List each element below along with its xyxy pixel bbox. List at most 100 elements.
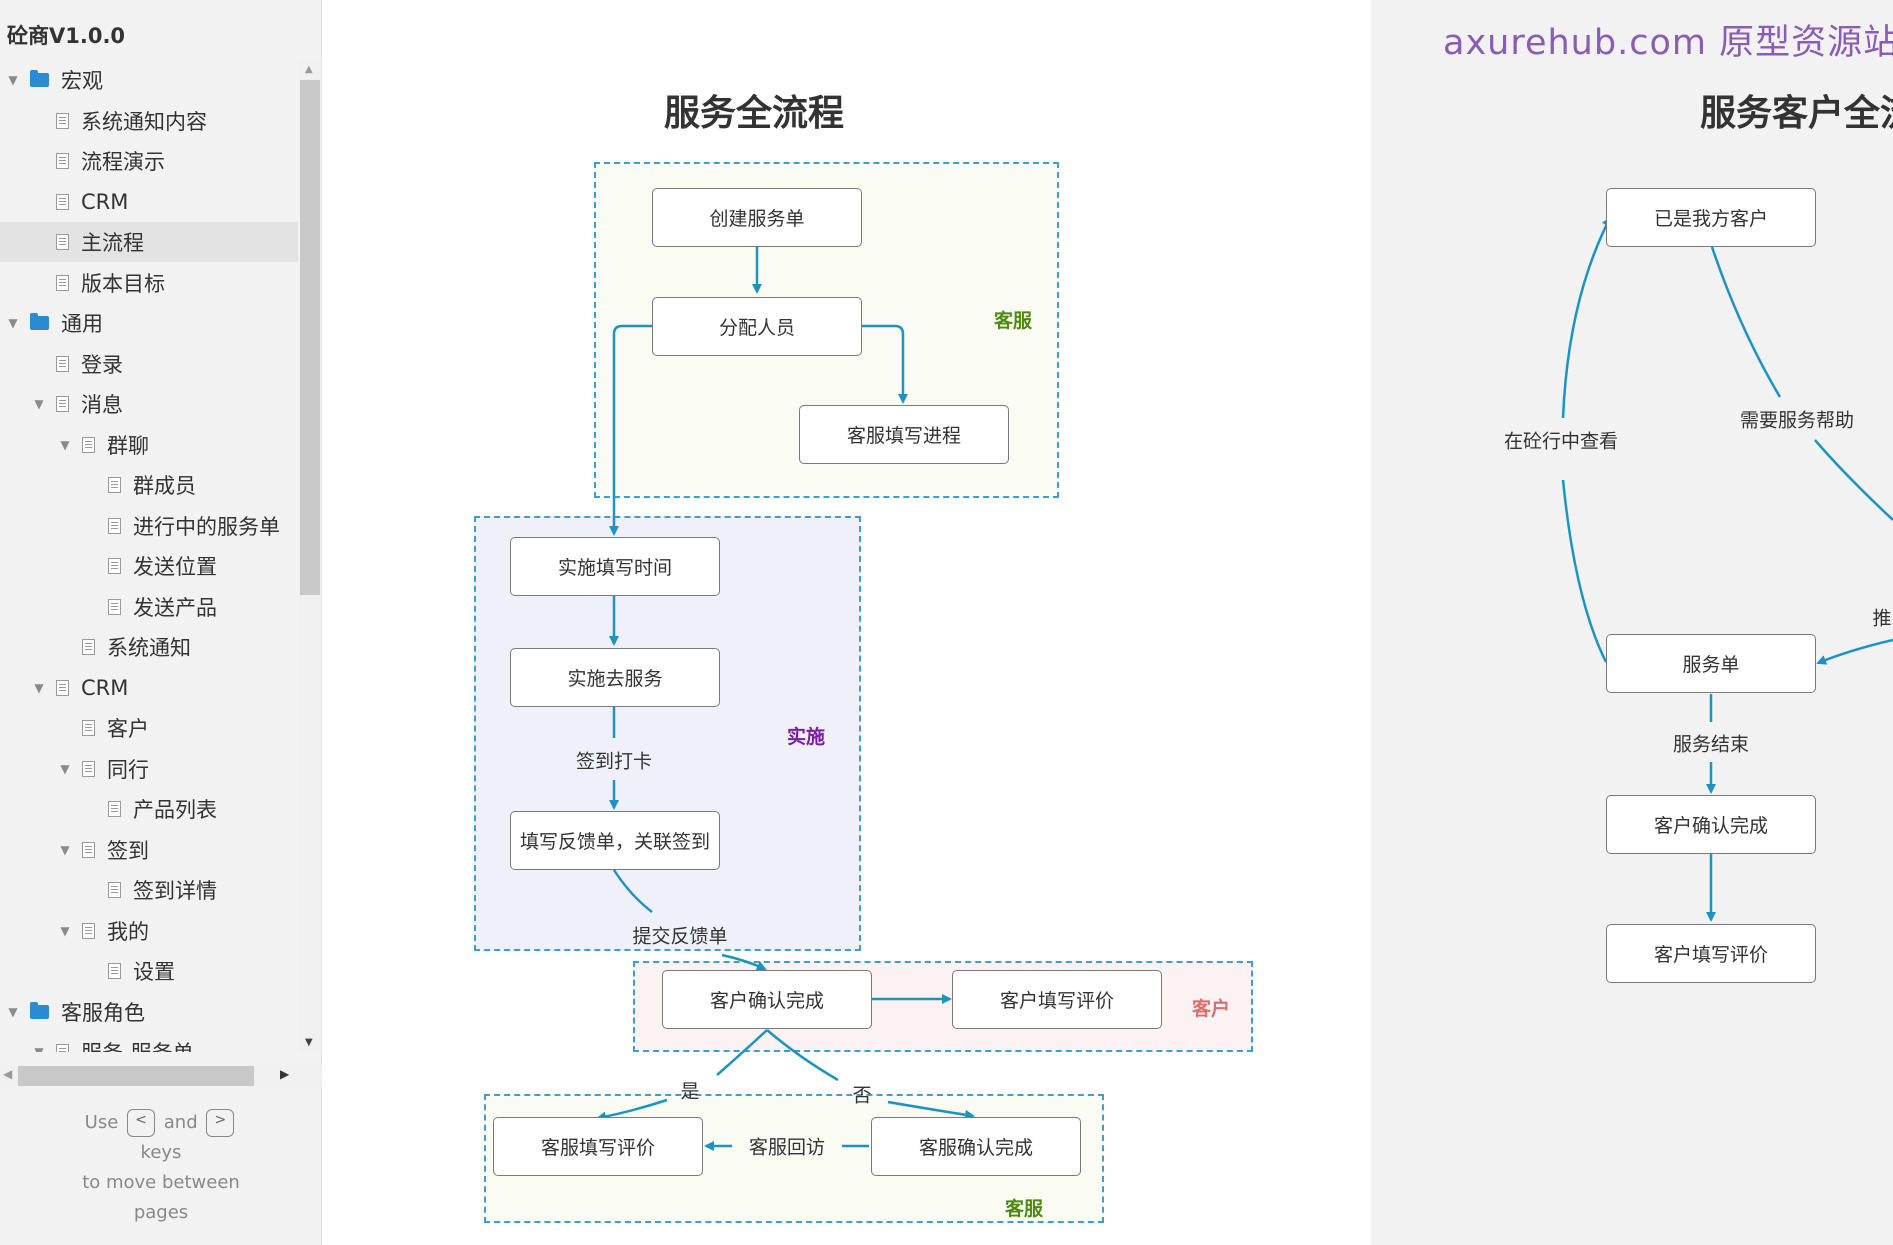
page-icon bbox=[56, 679, 69, 696]
page-icon bbox=[56, 274, 69, 291]
sidebar-item[interactable]: ▼群成员 bbox=[0, 465, 298, 505]
folder-icon bbox=[30, 1001, 49, 1019]
node-customer-review[interactable]: 客户填写评价 bbox=[952, 970, 1162, 1029]
sidebar-item-label: 客户 bbox=[107, 717, 149, 741]
sidebar-item[interactable]: ▼群聊 bbox=[0, 425, 298, 465]
sidebar-item-label: 客服角色 bbox=[61, 1000, 145, 1025]
node-r-customer-confirm[interactable]: 客户确认完成 bbox=[1606, 795, 1816, 854]
node-r-our-customer[interactable]: 已是我方客户 bbox=[1606, 188, 1816, 247]
right-flow-panel bbox=[1371, 0, 1893, 1245]
sidebar-item[interactable]: ▼进行中的服务单 bbox=[0, 506, 298, 546]
sidebar-item[interactable]: ▼发送位置 bbox=[0, 546, 298, 586]
sidebar-item-label: 宏观 bbox=[61, 69, 103, 93]
sidebar-item-label: CRM bbox=[81, 675, 129, 700]
sidebar-item[interactable]: ▼ 通用 bbox=[0, 303, 298, 343]
node-kefu-fill-progress[interactable]: 客服填写进程 bbox=[799, 405, 1009, 464]
sidebar-item[interactable]: ▼ 消息 bbox=[0, 384, 298, 424]
vertical-scrollbar-thumb[interactable] bbox=[300, 80, 320, 595]
hint-line3-text: pages bbox=[133, 1202, 189, 1223]
sidebar-item[interactable]: ▼主流程 bbox=[0, 222, 298, 262]
sidebar-item[interactable]: ▼设置 bbox=[0, 951, 298, 991]
sidebar-item-label: 我的 bbox=[107, 919, 149, 944]
region-label-kefu-top: 客服 bbox=[994, 310, 1033, 332]
sidebar-item[interactable]: ▼ 我的 bbox=[0, 911, 298, 951]
page-icon bbox=[82, 639, 95, 655]
node-assign-staff[interactable]: 分配人员 bbox=[652, 297, 862, 356]
node-r-service-order[interactable]: 服务单 bbox=[1606, 634, 1816, 693]
keyboard-navigation-hint: Use < and > keys to move between pages bbox=[0, 1108, 322, 1228]
page-tree: ▼宏观▼系统通知内容▼流程演示▼CRM▼主流程▼版本目标▼通用▼登录▼消息▼群聊… bbox=[0, 60, 298, 1052]
sidebar-item[interactable]: ▼系统通知内容 bbox=[0, 101, 298, 141]
sidebar-item-label: 发送产品 bbox=[133, 595, 217, 620]
region-label-kefu-bottom: 客服 bbox=[1005, 1198, 1044, 1220]
sidebar-item[interactable]: ▼CRM bbox=[0, 182, 298, 222]
caret-down-icon[interactable]: ▼ bbox=[34, 680, 44, 695]
sidebar-item[interactable]: ▼发送产品 bbox=[0, 587, 298, 627]
sidebar-item-label: 通用 bbox=[61, 312, 103, 336]
caret-down-icon[interactable]: ▼ bbox=[34, 397, 44, 411]
caret-down-icon[interactable]: ▼ bbox=[60, 923, 70, 938]
node-fill-time[interactable]: 实施填写时间 bbox=[510, 537, 720, 596]
sidebar-item[interactable]: ▼登录 bbox=[0, 344, 298, 384]
caret-down-icon[interactable]: ▼ bbox=[8, 73, 18, 87]
page-icon bbox=[82, 922, 95, 939]
edge-label-view-in-app: 在砼行中查看 bbox=[1503, 430, 1619, 453]
scroll-left-arrow-icon[interactable]: ◀ bbox=[3, 1067, 13, 1081]
edge-label-need-help: 需要服务帮助 bbox=[1739, 409, 1855, 432]
sidebar-item[interactable]: ▼ 同行 bbox=[0, 749, 298, 789]
sidebar-item-label: 消息 bbox=[81, 393, 123, 417]
page-icon bbox=[82, 760, 95, 777]
sidebar-item[interactable]: ▼流程演示 bbox=[0, 141, 298, 181]
caret-down-icon[interactable]: ▼ bbox=[60, 761, 70, 776]
edge-label-sign-in: 签到打卡 bbox=[575, 750, 653, 773]
node-go-service[interactable]: 实施去服务 bbox=[510, 648, 720, 707]
node-kefu-review[interactable]: 客服填写评价 bbox=[493, 1117, 703, 1176]
sidebar-item[interactable]: ▼系统通知 bbox=[0, 627, 298, 667]
sidebar-item[interactable]: ▼产品列表 bbox=[0, 789, 298, 829]
sidebar-item[interactable]: ▼签到 bbox=[0, 830, 298, 870]
node-fill-feedback[interactable]: 填写反馈单，关联签到 bbox=[510, 811, 720, 870]
edge-label-no: 否 bbox=[852, 1084, 872, 1107]
page-icon bbox=[108, 963, 121, 979]
caret-down-icon[interactable]: ▼ bbox=[8, 316, 18, 330]
node-customer-confirm[interactable]: 客户确认完成 bbox=[662, 970, 872, 1029]
sidebar-item[interactable]: ▼版本目标 bbox=[0, 263, 298, 303]
horizontal-scrollbar-thumb[interactable] bbox=[18, 1066, 254, 1086]
left-flow-title: 服务全流程 bbox=[664, 93, 845, 134]
region-label-kehu: 客户 bbox=[1192, 998, 1231, 1020]
right-flow-title: 服务客户全流 bbox=[1700, 93, 1893, 134]
sidebar-item[interactable]: ▼签到详情 bbox=[0, 870, 298, 910]
caret-down-icon[interactable]: ▼ bbox=[8, 1004, 18, 1019]
region-label-shishi: 实施 bbox=[787, 726, 826, 748]
caret-down-icon[interactable]: ▼ bbox=[60, 437, 70, 452]
node-create-service-order[interactable]: 创建服务单 bbox=[652, 188, 862, 247]
horizontal-scrollbar[interactable]: ◀ ▶ bbox=[0, 1065, 322, 1087]
next-page-key-icon: > bbox=[206, 1109, 235, 1137]
scroll-right-arrow-icon[interactable]: ▶ bbox=[280, 1067, 290, 1081]
sidebar-item[interactable]: ▼服务-服务单 bbox=[0, 1032, 298, 1052]
sidebar-item-label: 系统通知 bbox=[107, 636, 191, 660]
vertical-scrollbar[interactable]: ▲ ▼ bbox=[299, 60, 321, 1052]
node-kefu-confirm[interactable]: 客服确认完成 bbox=[871, 1117, 1081, 1176]
caret-down-icon[interactable]: ▼ bbox=[34, 1045, 44, 1052]
watermark-text: axurehub.com 原型资源站 bbox=[1443, 23, 1893, 63]
page-icon bbox=[108, 517, 121, 534]
sidebar-item[interactable]: ▼客户 bbox=[0, 708, 298, 748]
sidebar-item[interactable]: ▼ CRM bbox=[0, 668, 298, 708]
page-icon bbox=[56, 1044, 69, 1052]
page-icon bbox=[56, 153, 69, 169]
sidebar-item-label: 签到详情 bbox=[133, 879, 217, 903]
edge-label-push: 推 bbox=[1872, 607, 1892, 630]
sidebar-item-label: 同行 bbox=[107, 757, 149, 782]
sidebar-item[interactable]: ▼ 客服角色 bbox=[0, 992, 298, 1032]
scroll-up-arrow-icon[interactable]: ▲ bbox=[305, 64, 313, 75]
hint-and-text: and bbox=[163, 1112, 198, 1133]
sidebar-item[interactable]: ▼ 宏观 bbox=[0, 60, 298, 100]
caret-down-icon[interactable]: ▼ bbox=[60, 842, 70, 857]
page-icon bbox=[56, 112, 69, 129]
node-r-customer-review[interactable]: 客户填写评价 bbox=[1606, 924, 1816, 983]
scroll-down-arrow-icon[interactable]: ▼ bbox=[305, 1037, 313, 1048]
prev-page-key-icon: < bbox=[127, 1109, 156, 1137]
edge-label-submit-feedback: 提交反馈单 bbox=[632, 925, 728, 948]
